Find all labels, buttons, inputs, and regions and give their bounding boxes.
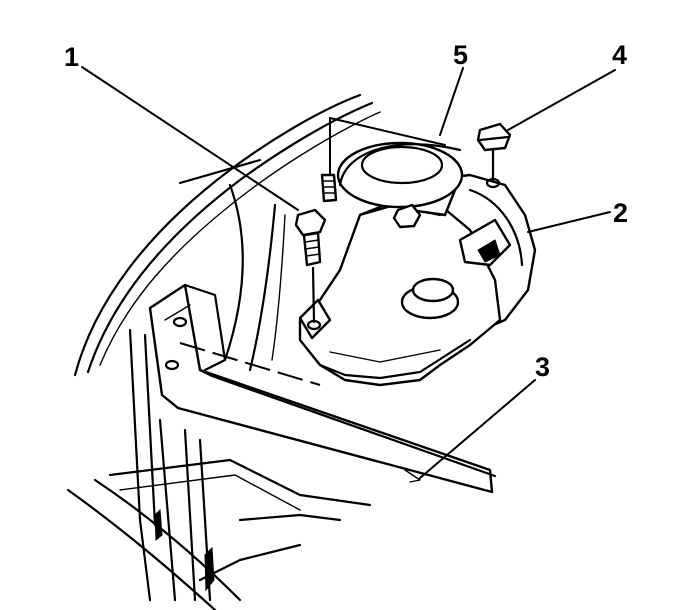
callout-5: 5 — [453, 40, 468, 70]
upper-component — [336, 141, 464, 209]
callout-4: 4 — [612, 40, 627, 70]
bolt-ear — [392, 203, 422, 229]
frame-structure — [66, 328, 372, 610]
bolt-4 — [476, 122, 512, 189]
callouts: 1 5 4 2 3 — [64, 40, 628, 382]
callout-3: 3 — [535, 352, 550, 382]
mounting-bracket — [148, 283, 497, 494]
callout-2: 2 — [613, 198, 628, 228]
bolt-1 — [294, 208, 327, 331]
callout-1: 1 — [64, 42, 79, 72]
stud-5 — [320, 173, 338, 203]
leader-lines — [81, 66, 616, 479]
